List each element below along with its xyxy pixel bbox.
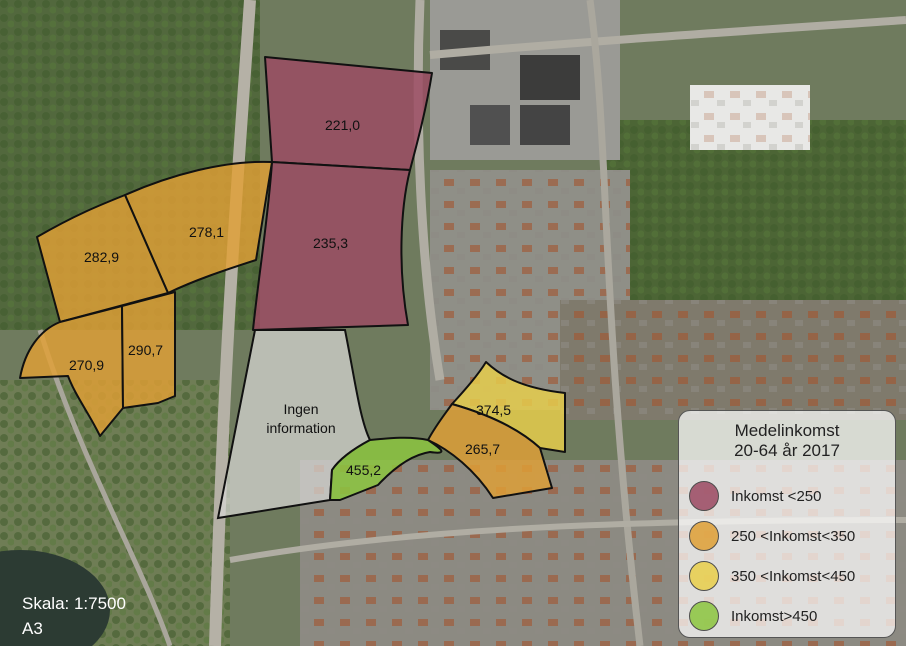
legend-swatch-low [689,481,719,511]
zone-label-290-7: 290,7 [128,342,163,358]
zone-235-3[interactable] [252,161,411,331]
zone-label-235-3: 235,3 [313,235,348,251]
legend-item-high: 350 <Inkomst<450 [689,561,855,591]
zone-221-0[interactable] [264,56,433,171]
legend-label-low: Inkomst <250 [731,487,822,505]
zone-270-9[interactable] [19,305,124,437]
map-legend: Medelinkomst 20-64 år 2017 Inkomst <250 … [678,410,896,638]
zone-label-282-9: 282,9 [84,249,119,265]
zone-label-278-1: 278,1 [189,224,224,240]
paper-size-text: A3 [22,619,43,638]
zone-label-455-2: 455,2 [346,462,381,478]
legend-item-top: Inkomst>450 [689,601,817,631]
zone-label-270-9: 270,9 [69,357,104,373]
zone-label-265-7: 265,7 [465,441,500,457]
legend-swatch-high [689,561,719,591]
legend-item-low: Inkomst <250 [689,481,821,511]
legend-title-line1: Medelinkomst [734,421,840,440]
scale-text: Skala: 1:7500 [22,594,126,613]
zone-290-7[interactable] [121,291,176,409]
no-info-label-line2: information [266,420,335,436]
zone-282-9[interactable] [36,194,169,323]
legend-label-high: 350 <Inkomst<450 [731,567,856,585]
zone-265-7[interactable] [427,403,553,499]
legend-label-top: Inkomst>450 [731,607,818,625]
legend-title-line2: 20-64 år 2017 [734,441,840,460]
legend-label-mid: 250 <Inkomst<350 [731,527,856,545]
zone-455-2[interactable] [329,436,443,501]
no-info-label-line1: Ingen [283,401,318,417]
legend-swatch-mid [689,521,719,551]
legend-swatch-top [689,601,719,631]
zone-label-221-0: 221,0 [325,117,360,133]
zone-label-374-5: 374,5 [476,402,511,418]
zone-278-1[interactable] [124,160,273,294]
legend-item-mid: 250 <Inkomst<350 [689,521,855,551]
